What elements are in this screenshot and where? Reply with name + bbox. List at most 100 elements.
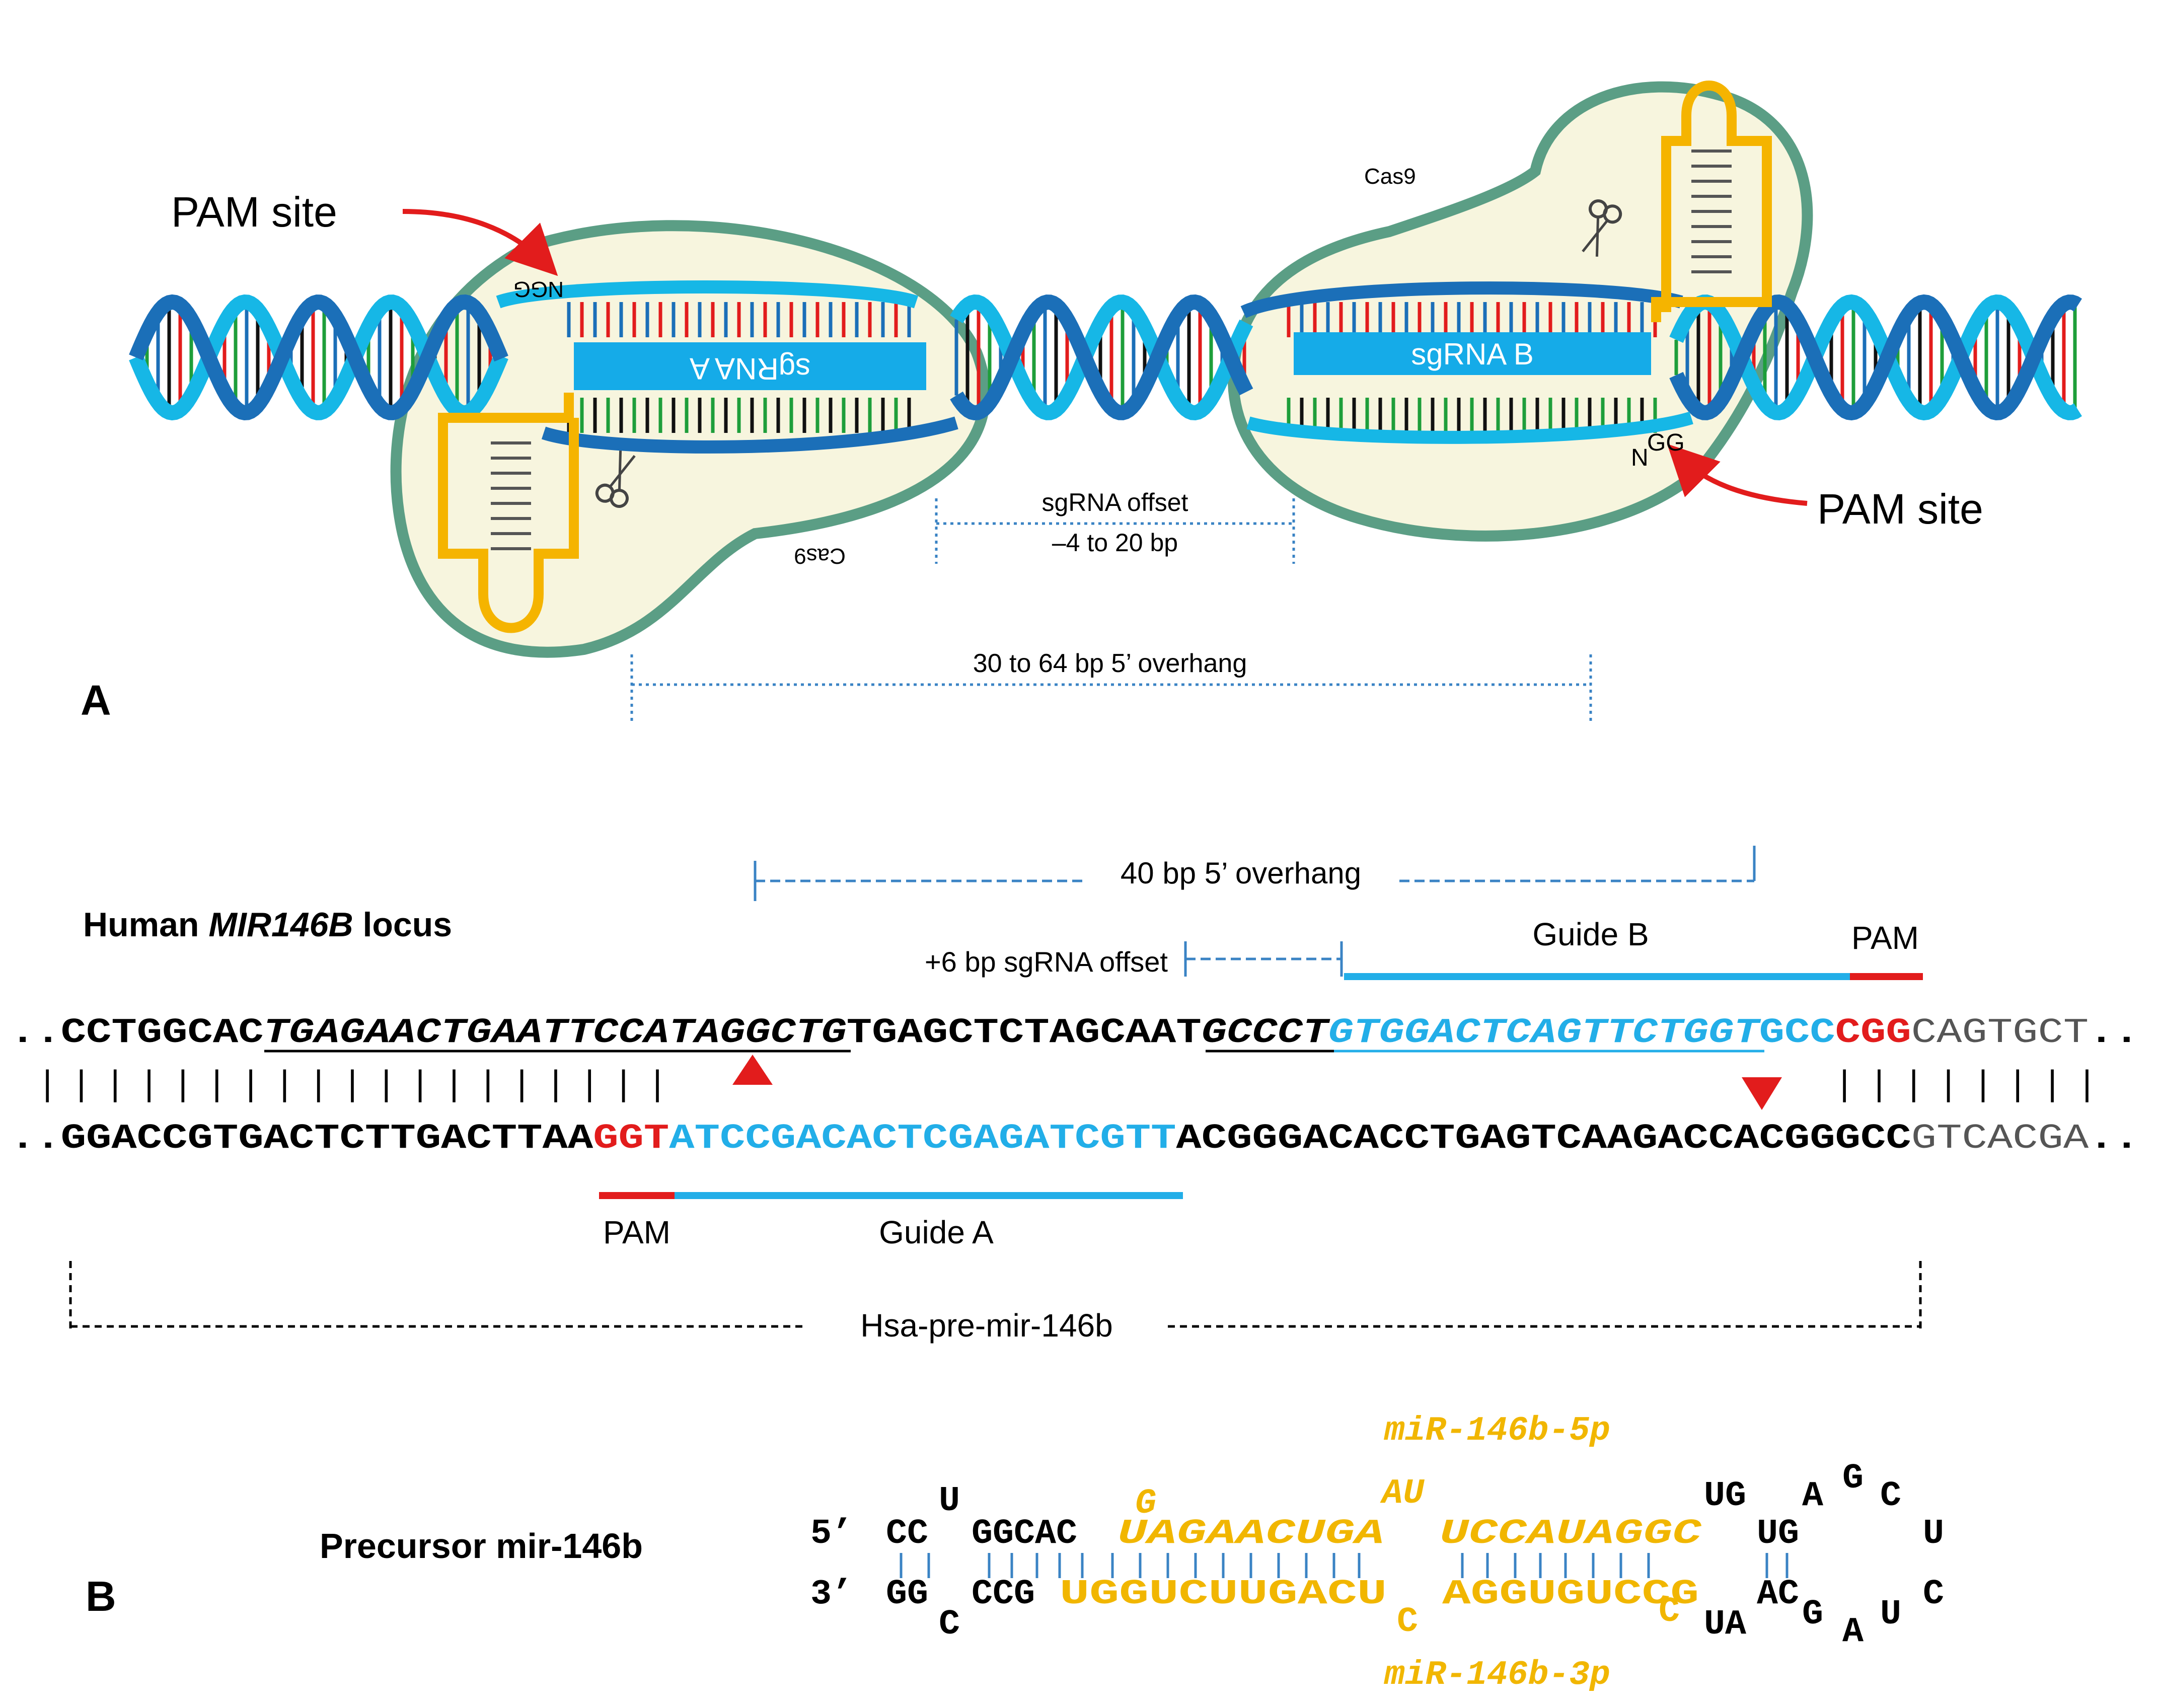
scissors-icon-left <box>595 451 636 508</box>
bot-seg-3: ATCCGACACTCGAGATCGTT <box>669 1119 1176 1159</box>
overhang-label-b: 40 bp 5’ overhang <box>1121 856 1361 890</box>
hp-loop-ug-top: UG <box>1704 1476 1746 1516</box>
cut-site-top-triangle <box>732 1055 773 1085</box>
cas9-right-label: Cas9 <box>1364 164 1416 189</box>
bot-dots-left: .. <box>10 1119 61 1159</box>
dna-backbone <box>950 294 1253 421</box>
hp-bot-gg: GG <box>886 1575 928 1614</box>
bot-seg-4: ACGGGACACCTGAGTCAAGACCACGGGCC <box>1176 1119 1911 1159</box>
hp-loop-u: U <box>1923 1514 1944 1554</box>
hp-top-g: G <box>1135 1484 1156 1524</box>
offset-line1: sgRNA offset <box>1042 488 1188 516</box>
hp-loop-c: C <box>1880 1476 1901 1516</box>
hp-bot-c: C <box>939 1605 960 1645</box>
hp-bot-ccg: CCG <box>972 1575 1035 1614</box>
hp-loop-a: A <box>1802 1476 1823 1516</box>
pam-top-label: PAM <box>1851 920 1919 956</box>
hp-top-ggcac: GGCAC <box>972 1514 1077 1554</box>
top-dots-left: .. <box>10 1013 61 1053</box>
bot-dots-right: .. <box>2089 1119 2139 1159</box>
scissors-icon-right <box>1582 199 1622 257</box>
pam-bottom-label: PAM <box>603 1214 671 1250</box>
top-seg-3: TGAGCTCTAGCAAT <box>847 1013 1202 1053</box>
guide-a-label: Guide A <box>879 1214 994 1250</box>
dna-bubble-right-top <box>1240 281 1683 318</box>
ngg-left-label: NGG <box>513 277 564 302</box>
pam-site-right-label: PAM site <box>1817 485 1983 533</box>
dna-backbone <box>129 294 508 421</box>
sgrna-a-stem-ticks <box>491 441 531 550</box>
mir5p-label: miR-146b-5p <box>1384 1412 1610 1450</box>
hp-top-cc: CC <box>886 1514 928 1554</box>
pairing-bars-left: ||||||||||||||||||| <box>43 1063 662 1102</box>
sgrna-a-box <box>574 342 926 390</box>
bot-seg-1: GGACCGTGACTCTTGACTTAA <box>61 1119 593 1159</box>
hp-bot-seed1: UGGUCUUGACU <box>1060 1575 1387 1614</box>
hp-bot-g: G <box>1802 1595 1823 1635</box>
hp-top-au: AU <box>1380 1474 1425 1514</box>
hp-bot-seed2: AGGUGUCCG <box>1442 1575 1699 1614</box>
bot-seg-5: GTCACGA <box>1911 1119 2089 1159</box>
panel-b: 40 bp 5’ overhang Human MIR146B locus +6… <box>10 846 2139 1694</box>
sgrna-a-label: sgRNA A <box>690 352 810 386</box>
pairing-bars-right: |||||||| <box>1840 1063 2092 1102</box>
top-seg-5: GTGGACTCAGTTCTGGT <box>1328 1013 1762 1053</box>
ngg-right-n: N <box>1631 444 1649 471</box>
dna-strands <box>129 294 2082 421</box>
three-prime-label: 3’ <box>810 1575 853 1614</box>
dna-bubble-left-top <box>496 280 919 309</box>
offset-label-b: +6 bp sgRNA offset <box>925 946 1168 978</box>
top-seg-8: CAGTGCT <box>1911 1013 2089 1053</box>
hp-top-seed1: UAGAACUGA <box>1118 1514 1384 1554</box>
hp-top-ug: UG <box>1757 1514 1799 1554</box>
overhang-label-a: 30 to 64 bp 5’ overhang <box>973 649 1247 678</box>
sgrna-b-label: sgRNA B <box>1411 337 1533 371</box>
panel-a-label: A <box>81 677 111 724</box>
cut-site-bottom-triangle <box>1742 1077 1782 1110</box>
hp-bot-ua: UA <box>1704 1605 1746 1645</box>
hp-top-seed2: UCCAUAGGC <box>1440 1514 1702 1554</box>
dna-backbone <box>129 294 508 421</box>
hp-loop-g: G <box>1842 1459 1864 1499</box>
hp-bot-c-end: C <box>1659 1592 1680 1632</box>
top-dots-right: .. <box>2089 1013 2139 1053</box>
sgrna-b-box <box>1294 332 1651 375</box>
panel-a: sgRNA A sgRNA B PAM s <box>81 81 2082 725</box>
cas9-left-label: Cas9 <box>794 544 846 568</box>
hp-bot-u: U <box>1880 1595 1901 1635</box>
pam-right-arrow <box>1667 443 1808 506</box>
overhang-dimension-a <box>630 654 1592 725</box>
cas9-left-shape <box>390 220 991 658</box>
hairpin-structure: 5’ CC U GGCAC G UAGAACUGA AU UCCAUAGGC U… <box>810 1459 1944 1652</box>
dna-bubble-left-bottom <box>541 416 958 454</box>
dna-backbone <box>1669 294 2082 421</box>
pam-left-arrow <box>402 209 558 276</box>
hp-bot-c-bulge: C <box>1397 1602 1418 1642</box>
mir3p-label: miR-146b-3p <box>1384 1656 1610 1694</box>
hp-bot-ac: AC <box>1757 1575 1799 1614</box>
dna-bubble-right-bottom <box>1246 411 1693 444</box>
offset-dimension <box>935 498 1295 564</box>
top-seg-2: TGAGAACTGAATTCCATAGGCTG <box>264 1013 847 1053</box>
hp-top-u: U <box>939 1481 960 1521</box>
sgrna-a-scaffold <box>438 393 579 633</box>
top-seg-7: CGG <box>1835 1013 1911 1053</box>
hp-bot-a: A <box>1842 1612 1864 1652</box>
sgrna-b-scaffold <box>1651 81 1772 322</box>
guide-b-label: Guide B <box>1532 916 1649 952</box>
five-prime-label: 5’ <box>810 1514 853 1554</box>
ngg-right-gg: GG <box>1647 429 1685 456</box>
pam-site-left-label: PAM site <box>171 188 337 236</box>
top-seg-1: CCTGGCAC <box>61 1013 264 1053</box>
offset-line2: –4 to 20 bp <box>1052 529 1178 557</box>
top-seg-4: GCCCT <box>1202 1013 1331 1053</box>
overhang-dimension-b <box>754 846 1756 901</box>
bot-seg-2: GGT <box>593 1119 669 1159</box>
hairpin-pair-ticks <box>900 1553 1789 1578</box>
precursor-title: Precursor mir-146b <box>320 1526 643 1566</box>
top-seg-6: GCC <box>1759 1013 1835 1053</box>
locus-title: Human MIR146B locus <box>83 906 452 944</box>
